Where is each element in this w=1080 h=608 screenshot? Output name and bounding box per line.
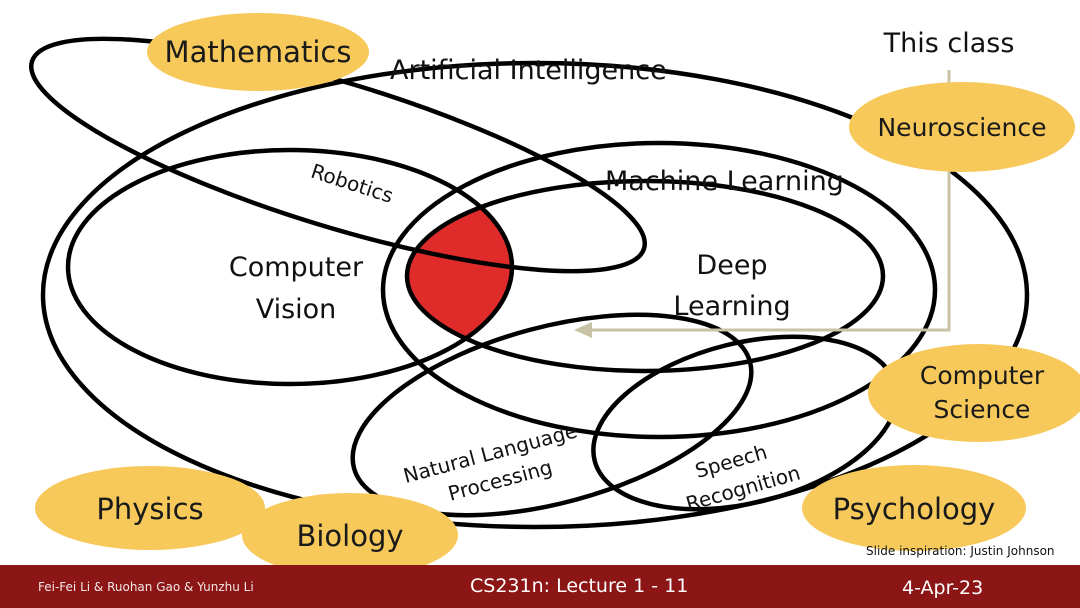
field-neuroscience-label: Neuroscience (877, 113, 1046, 142)
field-physics-label: Physics (96, 492, 203, 526)
label-artificial-intelligence: Artificial Intelligence (390, 55, 667, 86)
field-mathematics-bubble (147, 13, 369, 91)
field-biology: Biology (242, 493, 458, 565)
artificial-intelligence-ellipse (40, 60, 1030, 530)
field-biology-bubble (242, 493, 458, 565)
robotics-ellipse (29, 36, 647, 274)
field-biology-label: Biology (296, 519, 403, 553)
ai-venn-diagram: Artificial Intelligence Machine Learning… (29, 13, 1080, 565)
nlp-ellipse (350, 312, 754, 518)
label-computer-vision-line1: Computer (229, 252, 364, 283)
field-physics: Physics (35, 466, 265, 550)
field-neuroscience-bubble (849, 82, 1075, 172)
field-psychology-bubble (802, 465, 1026, 551)
footer-date: 4-Apr-23 (902, 577, 984, 599)
field-computer-science: Computer Science (868, 344, 1080, 442)
label-computer-vision-line2: Vision (256, 294, 337, 325)
field-physics-bubble (35, 466, 265, 550)
machine-learning-ellipse (380, 140, 938, 440)
field-computer-science-bubble (868, 344, 1080, 442)
field-neuroscience: Neuroscience (849, 82, 1075, 172)
deep-learning-ellipse (404, 178, 886, 374)
label-machine-learning: Machine Learning (605, 166, 844, 197)
callout-arrowhead (574, 322, 592, 338)
field-mathematics-label: Mathematics (165, 35, 352, 69)
field-psychology: Psychology (802, 465, 1026, 551)
field-computer-science-label-line2: Science (934, 395, 1031, 424)
label-this-class: This class (883, 28, 1015, 59)
footer-lecture-title: CS231n: Lecture 1 - (470, 575, 665, 597)
label-deep-learning-line2: Learning (673, 291, 790, 322)
footer-page-number: 11 (664, 575, 689, 597)
slide-credit: Slide inspiration: Justin Johnson (866, 544, 1055, 558)
footer-authors: Fei-Fei Li & Ruohan Gao & Yunzhu Li (38, 580, 254, 594)
field-psychology-label: Psychology (833, 492, 996, 526)
field-mathematics: Mathematics (147, 13, 369, 91)
footer-bar: Fei-Fei Li & Ruohan Gao & Yunzhu Li CS23… (0, 565, 1080, 608)
label-deep-learning-line1: Deep (696, 250, 767, 281)
field-computer-science-label-line1: Computer (920, 361, 1045, 390)
label-robotics: Robotics (308, 159, 396, 208)
footer-lecture: CS231n: Lecture 1 - 11 (470, 575, 688, 597)
